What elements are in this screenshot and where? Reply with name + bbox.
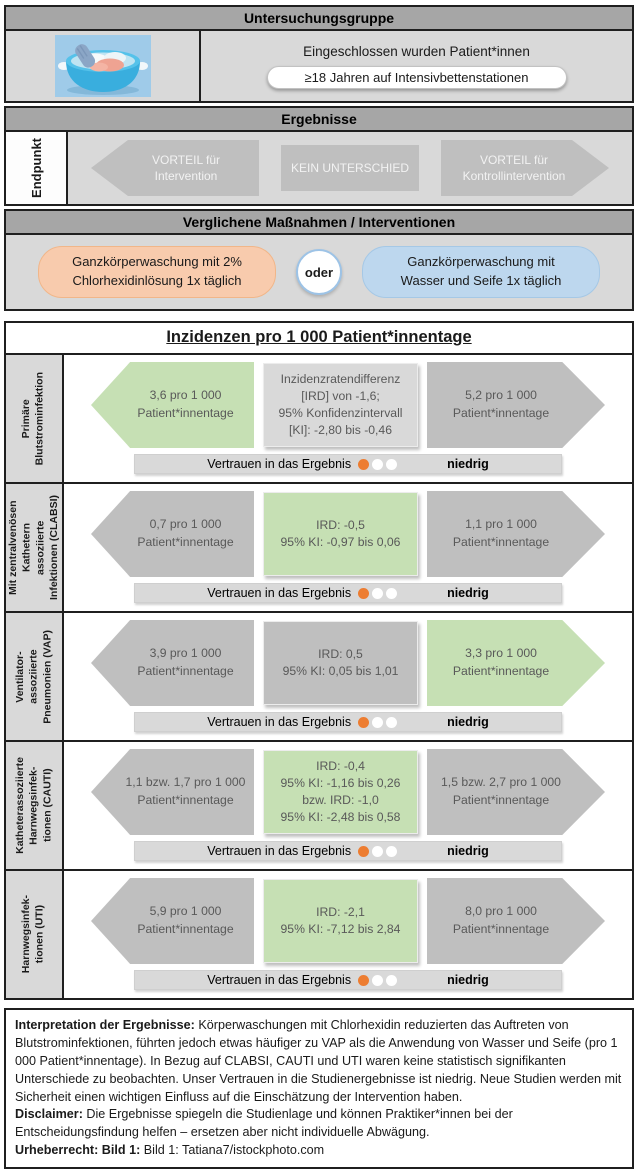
interventions-row: Ganzkörperwaschung mit 2%Chlorhexidinlös… [6,235,632,309]
confidence-dots [358,716,398,728]
confidence-dots [358,845,398,857]
interpretation-paragraph: Interpretation der Ergebnisse: Körperwas… [15,1018,622,1104]
washing-bowl-photo [54,35,151,97]
effect-estimate-box: Inzidenzratendifferenz[IRD] von -1,6;95%… [263,363,418,447]
confidence-bar: Vertrauen in das Ergebnis niedrig [134,970,562,990]
inclusion-criteria-pill: ≥18 Jahren auf Intensivbettenstationen [266,65,567,89]
section-title-untersuchungsgruppe: Untersuchungsgruppe [6,7,632,31]
endpoint-axis-label: Endpunkt [6,132,68,204]
study-group-row: Eingeschlossen wurden Patient*innen ≥18 … [6,31,632,101]
section-inzidenzen: Inzidenzen pro 1 000 Patient*innentage P… [4,321,634,1000]
section-interpretation: Interpretation der Ergebnisse: Körperwas… [4,1008,634,1169]
interpretation-label: Interpretation der Ergebnisse: [15,1018,195,1032]
copyright-label: Urheberrecht: Bild 1: [15,1143,141,1158]
confidence-level: niedrig [447,973,489,987]
section-interventionen: Verglichene Maßnahmen / Interventionen G… [4,209,634,311]
legend-no-difference-box: KEIN UNTERSCHIED [281,145,419,191]
disclaimer-paragraph: Disclaimer: Die Ergebnisse spiegeln die … [15,1107,513,1140]
section-title-interventionen: Verglichene Maßnahmen / Interventionen [6,211,632,235]
confidence-dots [358,974,398,986]
copyright-paragraph: Urheberrecht: Bild 1: Bild 1: Tatiana7/i… [15,1143,325,1158]
inclusion-text: Eingeschlossen wurden Patient*innen [303,43,530,59]
photo-cell [6,31,201,101]
disclaimer-label: Disclaimer: [15,1107,83,1122]
confidence-bar: Vertrauen in das Ergebnis niedrig [134,712,562,732]
confidence-bar: Vertrauen in das Ergebnis niedrig [134,583,562,603]
infographic-page: Untersuchungsgruppe [4,5,634,1169]
result-row-uti: Harnwegsinfek-tionen (UTI) 5,9 pro 1 000… [6,869,632,998]
confidence-level: niedrig [447,715,489,729]
confidence-level: niedrig [447,457,489,471]
section-untersuchungsgruppe: Untersuchungsgruppe [4,5,634,103]
inclusion-cell: Eingeschlossen wurden Patient*innen ≥18 … [201,31,632,101]
section-title-ergebnisse: Ergebnisse [6,108,632,132]
row-label: Harnwegsinfek-tionen (UTI) [6,871,64,998]
confidence-dots [358,458,398,470]
confidence-level: niedrig [447,586,489,600]
results-title: Inzidenzen pro 1 000 Patient*innentage [6,323,632,355]
oder-connector: oder [296,249,342,295]
confidence-level: niedrig [447,844,489,858]
section-gap [4,311,634,321]
confidence-bar: Vertrauen in das Ergebnis niedrig [134,841,562,861]
intervention-chlorhexidin-box: Ganzkörperwaschung mit 2%Chlorhexidinlös… [38,246,276,298]
confidence-bar: Vertrauen in das Ergebnis niedrig [134,454,562,474]
confidence-dots [358,587,398,599]
endpoint-label-text: Endpunkt [28,138,44,198]
